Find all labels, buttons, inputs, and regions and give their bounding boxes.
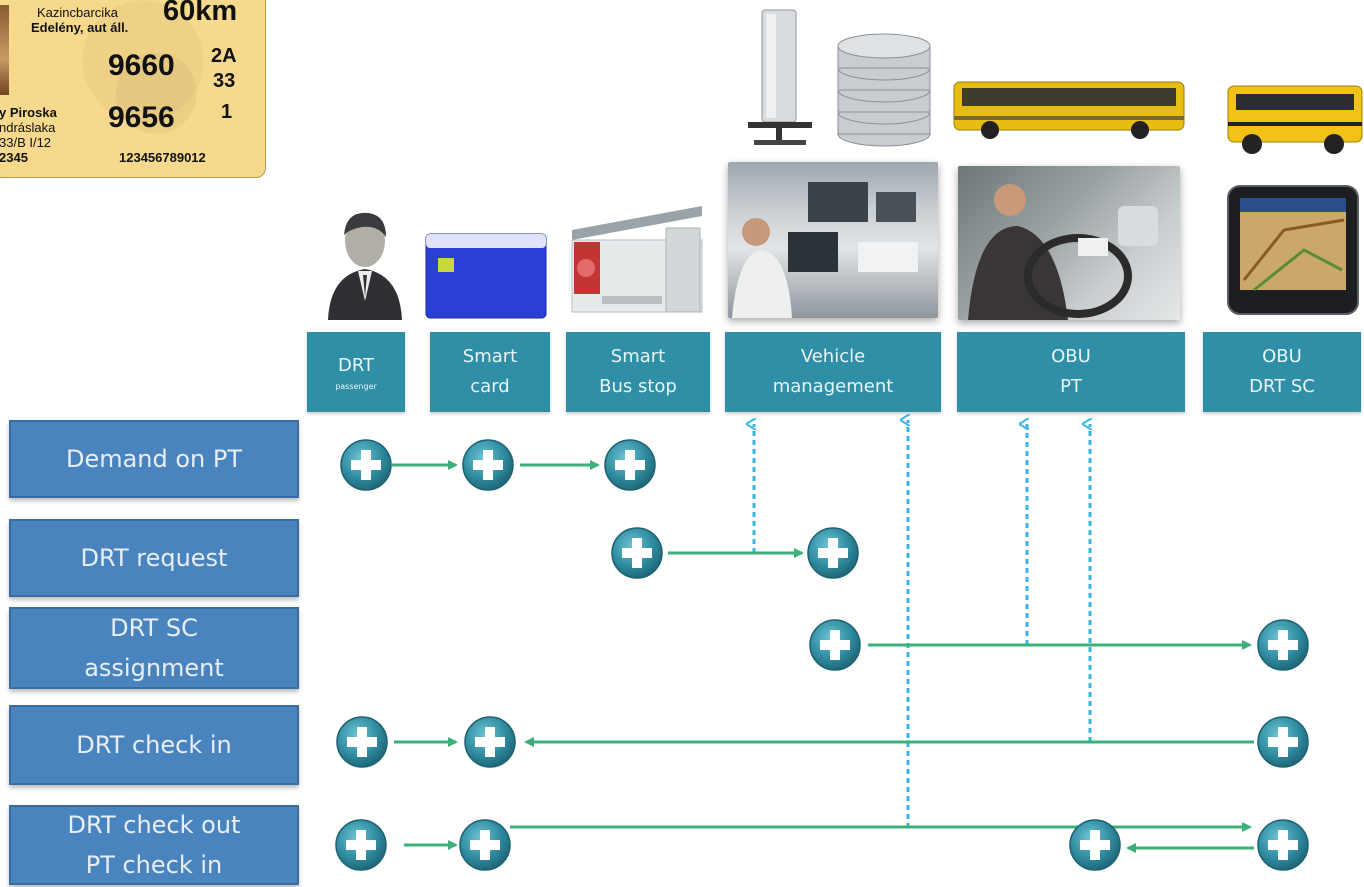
node-checkout-card-plus-icon <box>459 819 511 871</box>
bus-driver-scene <box>968 184 1158 320</box>
server-tower-icon <box>748 9 812 145</box>
node-request-busstop-plus-icon <box>611 527 663 579</box>
column-vehicle-management: Vehicle management <box>725 332 941 412</box>
node-checkin-passenger-plus-icon <box>336 716 388 768</box>
ticket-id: 2345 <box>0 150 28 165</box>
control-room-photo <box>728 162 938 318</box>
smart-card-icon <box>425 233 547 319</box>
ticket-holder-address: 33/B I/12 <box>0 135 52 150</box>
control-room-scene <box>732 182 918 318</box>
ticket-holder-town: ndráslaka <box>0 120 56 135</box>
column-smart-card: Smart card <box>430 332 550 412</box>
gps-tablet-icon <box>1227 185 1359 315</box>
column-label-line1: Smart <box>462 346 518 367</box>
row-label-line1: Demand on PT <box>65 445 243 473</box>
ticket-watermark <box>0 0 265 177</box>
node-demand-busstop-plus-icon <box>604 439 656 491</box>
bus-driver-photo <box>958 166 1180 320</box>
node-checkin-card-plus-icon <box>464 716 516 768</box>
row-label-line2: assignment <box>84 654 224 682</box>
node-checkout-obu-pt-plus-icon <box>1069 819 1121 871</box>
column-label-line2: management <box>772 376 894 397</box>
city-bus-icon <box>953 81 1185 139</box>
column-obu-drt-sc: OBU DRT SC <box>1203 332 1361 412</box>
column-label-line1: DRT <box>337 355 375 376</box>
row-drt-sc-assignment: DRT SC assignment <box>9 607 299 689</box>
school-bus-icon <box>1227 85 1363 154</box>
ticket-stop: Edelény, aut áll. <box>31 20 129 35</box>
node-checkout-obu-drt-plus-icon <box>1257 819 1309 871</box>
node-checkin-obu-drt-plus-icon <box>1257 716 1309 768</box>
database-icon <box>837 33 931 147</box>
column-label-line2: card <box>470 376 510 397</box>
node-request-vm-plus-icon <box>807 527 859 579</box>
column-label-line2: DRT SC <box>1249 376 1315 397</box>
column-smart-bus-stop: Smart Bus stop <box>566 332 710 412</box>
node-assignment-vm-plus-icon <box>809 619 861 671</box>
column-label-line1: OBU <box>1051 346 1091 367</box>
column-label-line2: Bus stop <box>599 376 677 397</box>
column-label-line1: OBU <box>1262 346 1302 367</box>
node-demand-card-plus-icon <box>462 439 514 491</box>
ticket-photo <box>0 5 9 95</box>
passenger-person-icon <box>328 212 402 320</box>
ticket-code-3: 1 <box>221 101 233 123</box>
column-obu-pt: OBU PT <box>957 332 1185 412</box>
column-label-line1: Vehicle <box>800 346 866 367</box>
column-label-line1: Smart <box>610 346 666 367</box>
column-drt-passenger: DRT passenger <box>307 332 405 412</box>
row-demand-on-pt: Demand on PT <box>9 420 299 498</box>
row-label-line1: DRT request <box>80 544 228 572</box>
node-demand-passenger-plus-icon <box>340 439 392 491</box>
column-label-line2: passenger <box>335 382 377 391</box>
ticket-number-2: 9656 <box>108 101 175 134</box>
bus-stop-shelter-icon <box>571 206 703 313</box>
node-checkout-passenger-plus-icon <box>335 819 387 871</box>
row-label-line2: PT check in <box>85 851 223 879</box>
ticket-serial: 123456789012 <box>119 150 206 165</box>
row-drt-check-out-pt-check-in: DRT check out PT check in <box>9 805 299 885</box>
ticket-card: Kazincbarcika Edelény, aut áll. 60km 966… <box>0 0 266 178</box>
row-drt-request: DRT request <box>9 519 299 597</box>
ticket-number-1: 9660 <box>108 49 175 82</box>
ticket-code-2: 33 <box>213 70 236 92</box>
column-label-line2: PT <box>1060 376 1082 397</box>
row-drt-check-in: DRT check in <box>9 705 299 785</box>
ticket-distance: 60km <box>163 0 238 27</box>
ticket-holder-name: y Piroska <box>0 105 57 120</box>
node-assignment-obu-drt-plus-icon <box>1257 619 1309 671</box>
row-label-line1: DRT check in <box>76 731 232 759</box>
ticket-city: Kazincbarcika <box>37 5 118 20</box>
ticket-code-1: 2A <box>211 45 237 67</box>
row-label-line1: DRT SC <box>110 614 198 642</box>
row-label-line1: DRT check out <box>67 811 241 839</box>
